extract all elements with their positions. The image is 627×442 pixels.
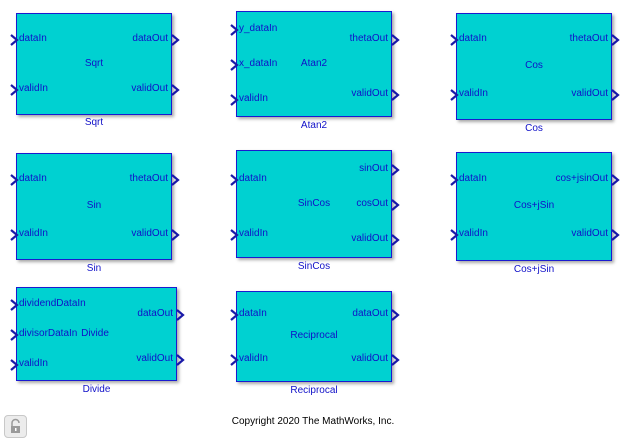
output-port-label: sinOut <box>359 163 388 174</box>
output-port-label: validOut <box>136 353 173 364</box>
output-port-icon[interactable] <box>611 88 620 101</box>
block-name: Atan2 <box>300 58 328 69</box>
block-atan2[interactable] <box>236 11 392 117</box>
input-port-label: x_dataIn <box>239 58 278 69</box>
input-port-icon[interactable] <box>230 23 239 36</box>
input-port-label: y_dataIn <box>239 23 278 34</box>
input-port-label: validIn <box>459 228 488 239</box>
output-port-icon[interactable] <box>391 33 400 46</box>
output-port-label: dataOut <box>352 308 388 319</box>
input-port-icon[interactable] <box>10 173 19 186</box>
output-port-icon[interactable] <box>391 308 400 321</box>
block-divide[interactable] <box>16 287 177 381</box>
block-caption: Reciprocal <box>290 385 338 396</box>
output-port-icon[interactable] <box>391 198 400 211</box>
output-port-label: validOut <box>351 88 388 99</box>
output-port-label: cos+jsinOut <box>555 173 608 184</box>
input-port-label: dataIn <box>19 173 47 184</box>
input-port-icon[interactable] <box>10 228 19 241</box>
input-port-label: divisorDataIn <box>19 328 78 339</box>
output-port-icon[interactable] <box>171 173 180 186</box>
block-name: Cos <box>525 60 543 71</box>
input-port-icon[interactable] <box>450 173 459 186</box>
input-port-icon[interactable] <box>10 358 19 371</box>
block-name: Divide <box>81 328 109 339</box>
lock-button[interactable] <box>4 415 27 438</box>
output-port-icon[interactable] <box>611 228 620 241</box>
input-port-label: dividendDataIn <box>19 298 86 309</box>
block-sqrt[interactable] <box>16 13 172 115</box>
block-caption: SinCos <box>297 261 331 272</box>
block-caption: Atan2 <box>300 120 328 131</box>
input-port-label: validIn <box>239 228 268 239</box>
output-port-icon[interactable] <box>611 33 620 46</box>
block-cos-jsin[interactable] <box>456 152 612 261</box>
input-port-label: validIn <box>239 353 268 364</box>
input-port-label: validIn <box>19 83 48 94</box>
block-caption: Cos <box>525 123 543 134</box>
output-port-label: validOut <box>351 233 388 244</box>
lock-icon <box>11 418 20 433</box>
output-port-icon[interactable] <box>171 33 180 46</box>
output-port-icon[interactable] <box>171 228 180 241</box>
block-name: Reciprocal <box>290 330 338 341</box>
input-port-label: validIn <box>239 93 268 104</box>
input-port-label: dataIn <box>239 308 267 319</box>
output-port-label: validOut <box>571 228 608 239</box>
output-port-label: dataOut <box>132 33 168 44</box>
input-port-label: validIn <box>19 358 48 369</box>
block-caption: Sqrt <box>84 117 104 128</box>
output-port-icon[interactable] <box>391 163 400 176</box>
output-port-label: validOut <box>131 83 168 94</box>
input-port-icon[interactable] <box>230 228 239 241</box>
block-sin[interactable] <box>16 153 172 260</box>
output-port-icon[interactable] <box>171 83 180 96</box>
output-port-icon[interactable] <box>391 88 400 101</box>
output-port-icon[interactable] <box>176 308 185 321</box>
output-port-icon[interactable] <box>391 353 400 366</box>
input-port-icon[interactable] <box>230 58 239 71</box>
input-port-label: dataIn <box>459 33 487 44</box>
input-port-icon[interactable] <box>10 328 19 341</box>
input-port-icon[interactable] <box>230 173 239 186</box>
block-caption: Sin <box>86 263 102 274</box>
output-port-label: validOut <box>571 88 608 99</box>
input-port-label: dataIn <box>239 173 267 184</box>
output-port-label: thetaOut <box>129 173 168 184</box>
input-port-icon[interactable] <box>450 88 459 101</box>
output-port-label: cosOut <box>356 198 388 209</box>
block-name: Cos+jSin <box>513 200 555 211</box>
input-port-icon[interactable] <box>450 33 459 46</box>
output-port-label: thetaOut <box>569 33 608 44</box>
output-port-icon[interactable] <box>611 173 620 186</box>
input-port-icon[interactable] <box>230 308 239 321</box>
input-port-icon[interactable] <box>230 93 239 106</box>
input-port-label: validIn <box>19 228 48 239</box>
block-reciprocal[interactable] <box>236 291 392 382</box>
input-port-label: dataIn <box>459 173 487 184</box>
block-name: SinCos <box>297 198 331 209</box>
input-port-icon[interactable] <box>10 298 19 311</box>
output-port-icon[interactable] <box>176 353 185 366</box>
block-name: Sqrt <box>84 58 104 69</box>
block-caption: Cos+jSin <box>513 264 555 275</box>
input-port-icon[interactable] <box>450 228 459 241</box>
output-port-label: thetaOut <box>349 33 388 44</box>
input-port-icon[interactable] <box>10 33 19 46</box>
output-port-label: validOut <box>131 228 168 239</box>
output-port-label: dataOut <box>137 308 173 319</box>
block-caption: Divide <box>82 384 111 395</box>
input-port-icon[interactable] <box>10 83 19 96</box>
block-cos[interactable] <box>456 13 612 120</box>
block-name: Sin <box>86 200 102 211</box>
copyright-text: Copyright 2020 The MathWorks, Inc. <box>231 416 395 427</box>
input-port-icon[interactable] <box>230 353 239 366</box>
input-port-label: dataIn <box>19 33 47 44</box>
input-port-label: validIn <box>459 88 488 99</box>
block-sincos[interactable] <box>236 150 392 258</box>
output-port-label: validOut <box>351 353 388 364</box>
output-port-icon[interactable] <box>391 233 400 246</box>
